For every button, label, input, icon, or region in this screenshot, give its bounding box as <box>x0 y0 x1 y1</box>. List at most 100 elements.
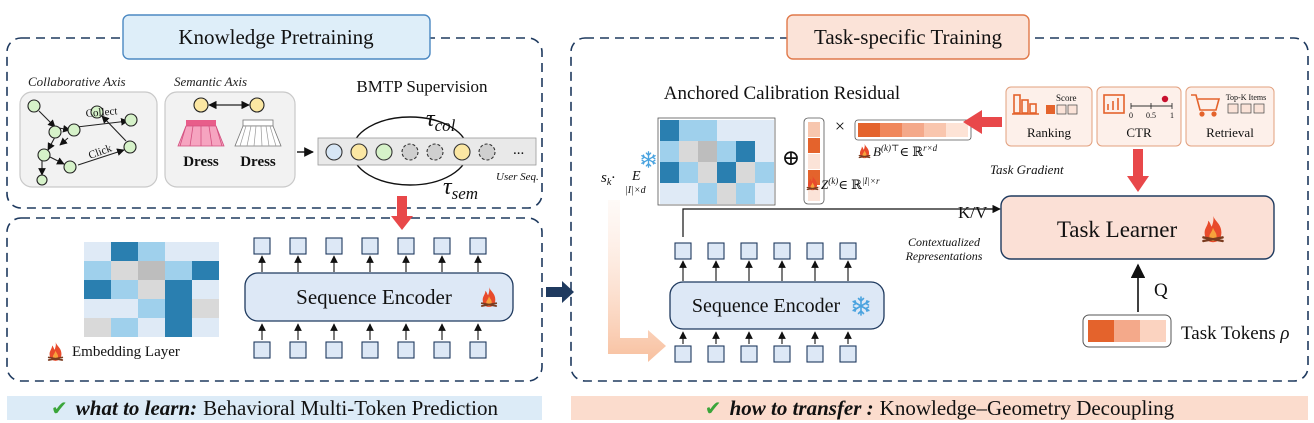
input-token <box>806 345 824 363</box>
matrix-cell <box>192 280 219 299</box>
output-token <box>806 242 824 260</box>
sequence-encoder-right <box>669 281 885 330</box>
masked-item <box>478 143 496 161</box>
bottom-banner-left: ✔ what to learn: Behavioral Multi-Token … <box>7 396 542 420</box>
kv-label: K/V <box>958 203 988 222</box>
z-label: Z(k)∈ ℝ|I|×r <box>821 176 880 192</box>
matrix-cell <box>679 183 698 204</box>
graph-node <box>48 125 62 139</box>
user-seq-label: User Seq. <box>496 171 539 183</box>
output-token <box>361 237 379 255</box>
right-panel: Task-specific Training Anchored Calibrat… <box>570 14 1309 382</box>
matrix-cell <box>717 162 736 183</box>
output-token <box>289 237 307 255</box>
matrix-cell <box>679 162 698 183</box>
matrix-cell <box>717 120 736 141</box>
checkmark-icon: ✔ <box>704 396 722 420</box>
semantic-axis-label: Semantic Axis <box>174 74 247 89</box>
fire-icon <box>47 341 64 362</box>
bottom-left-emphasis: what to learn: <box>75 395 198 420</box>
matrix-cell <box>165 299 192 318</box>
collaborative-axis-label: Collaborative Axis <box>28 74 126 89</box>
embedding-layer-label: Embedding Layer <box>72 344 180 360</box>
topk-items-label: Top-K Items <box>1226 93 1267 102</box>
matrix-cell <box>660 183 679 204</box>
matrix-cell <box>717 183 736 204</box>
matrix-cell <box>808 122 820 137</box>
matrix-cell <box>755 141 774 162</box>
task-learner-label: Task Learner <box>1057 217 1178 242</box>
input-token <box>839 345 857 363</box>
input-token <box>674 345 692 363</box>
matrix-cell <box>111 299 138 318</box>
matrix-cell <box>698 141 717 162</box>
matrix-cell <box>138 280 165 299</box>
semantic-axis-box <box>164 91 296 188</box>
ctr-tick-0: 0 <box>1129 111 1133 120</box>
dress-label-left: Dress <box>183 154 219 170</box>
e-label: E <box>631 169 641 184</box>
retrieval-task-box: Top-K Items Retrieval <box>1185 86 1275 147</box>
matrix-cell <box>84 318 111 337</box>
matrix-cell <box>165 280 192 299</box>
bottom-left-text: Behavioral Multi-Token Prediction <box>203 395 498 420</box>
matrix-cell <box>84 261 111 280</box>
graph-node <box>37 148 51 162</box>
matrix-cell <box>902 123 924 137</box>
input-token <box>361 341 379 359</box>
bar-chart-icon <box>1012 94 1039 115</box>
matrix-cell <box>192 318 219 337</box>
matrix-cell <box>698 120 717 141</box>
graph-node <box>63 160 77 174</box>
output-token <box>839 242 857 260</box>
ranking-score-label: Score <box>1056 93 1077 103</box>
matrix-cell <box>858 123 880 137</box>
left-encoder-tokens <box>253 237 487 359</box>
graph-node <box>27 99 41 113</box>
graph-node <box>36 174 48 186</box>
right-title-box <box>786 14 1030 60</box>
collaborative-axis-box <box>19 91 158 188</box>
matrix-cell <box>111 261 138 280</box>
matrix-cell <box>755 183 774 204</box>
sequence-item <box>453 143 471 161</box>
matrix-cell <box>660 162 679 183</box>
matrix-cell <box>84 299 111 318</box>
matrix-cell <box>736 141 755 162</box>
matrix-cell <box>138 261 165 280</box>
matrix-cell <box>755 162 774 183</box>
ctr-tick-1: 0.5 <box>1146 111 1156 120</box>
matrix-cell <box>808 138 820 153</box>
retrieval-label: Retrieval <box>1206 125 1254 140</box>
matrix-cell <box>698 162 717 183</box>
embedding-matrix <box>84 242 219 337</box>
semantic-node <box>193 97 209 113</box>
matrix-cell <box>192 242 219 261</box>
matrix-cell <box>138 318 165 337</box>
edge-collect-label: Collect <box>85 105 118 120</box>
representations-label: Representations <box>905 249 983 263</box>
input-token <box>325 341 343 359</box>
pink-dress-image <box>177 120 225 147</box>
matrix-cell <box>165 318 192 337</box>
output-token <box>433 237 451 255</box>
matrix-cell <box>679 141 698 162</box>
matrix-cell <box>946 123 968 137</box>
output-token <box>740 242 758 260</box>
sequence-item <box>350 143 368 161</box>
bottom-banner-right: ✔ how to transfer : Knowledge–Geometry D… <box>571 396 1308 420</box>
task-tokens-label: Task Tokens ρ <box>1181 323 1290 344</box>
sequence-item <box>375 143 393 161</box>
input-token <box>397 341 415 359</box>
matrix-cell <box>111 280 138 299</box>
fire-icon <box>858 143 871 159</box>
residual-flow-arrow <box>608 200 666 362</box>
matrix-cell <box>84 280 111 299</box>
b-matrix <box>858 123 968 137</box>
times-symbol: × <box>835 116 845 136</box>
snowflake-icon <box>641 151 656 168</box>
checkmark-icon: ✔ <box>51 396 68 420</box>
b-label: B(k)⊤∈ ℝr×d <box>873 143 938 159</box>
matrix-cell <box>736 120 755 141</box>
input-token <box>773 345 791 363</box>
